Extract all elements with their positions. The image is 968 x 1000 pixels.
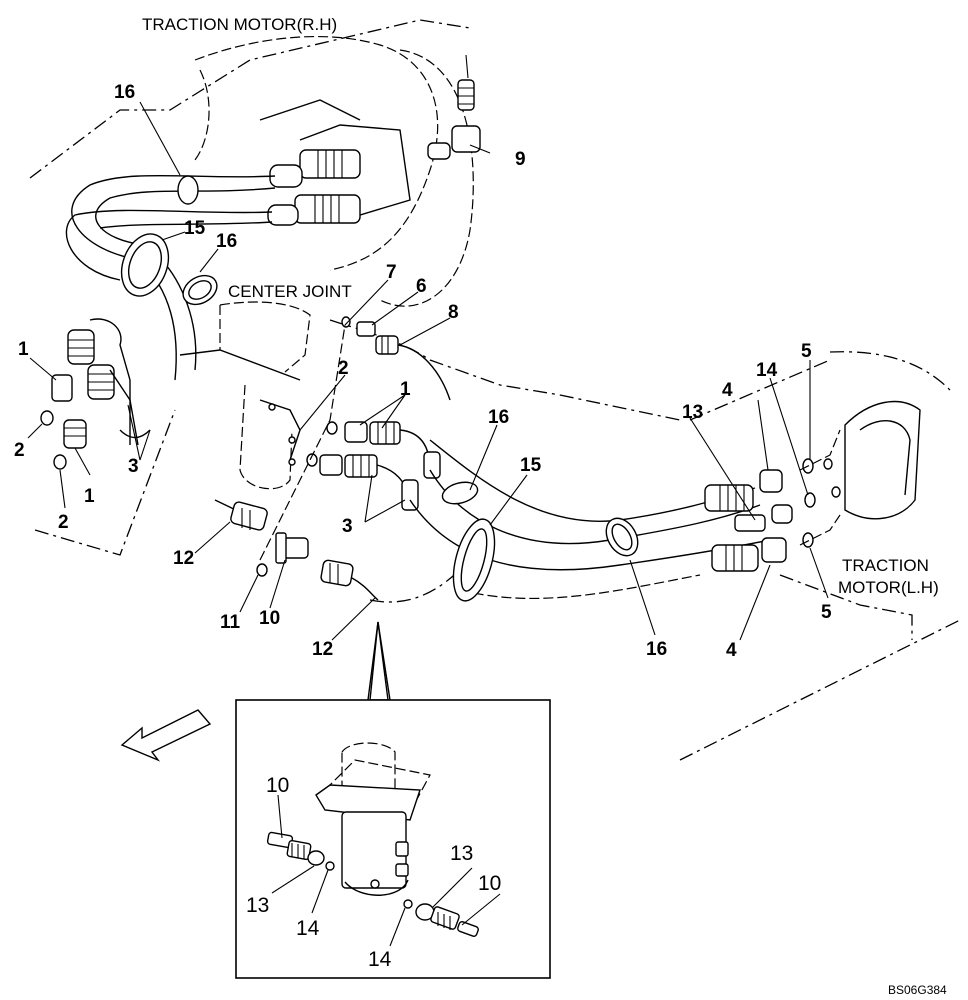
callout-16: 16: [216, 231, 237, 252]
callout-5: 5: [821, 602, 832, 623]
callout-11: 11: [220, 612, 241, 633]
callout-3: 3: [342, 516, 353, 537]
callout-13: 13: [682, 402, 703, 423]
callout-16: 16: [646, 639, 667, 660]
traction-motor-lh-label-line1: TRACTION: [842, 556, 929, 575]
direction-arrow: [120, 709, 212, 762]
callout-4: 4: [726, 640, 737, 661]
center-fittings: [306, 316, 451, 511]
inset-callout-10: 10: [266, 774, 289, 797]
inset-callout-14: 14: [368, 948, 392, 971]
callout-7: 7: [386, 262, 397, 283]
callout-12: 12: [312, 639, 333, 660]
callout-6: 6: [416, 276, 427, 297]
inset-callout-10: 10: [478, 872, 501, 895]
callout-2: 2: [338, 358, 349, 379]
lh-hoses: [409, 439, 771, 602]
center-joint-label: CENTER JOINT: [228, 282, 352, 301]
callout-2: 2: [14, 440, 25, 461]
callout-12: 12: [173, 548, 194, 569]
callout-1: 1: [18, 339, 29, 360]
callout-1: 1: [400, 379, 411, 400]
figure-code: BS06G384: [888, 983, 947, 997]
inset-callout-13: 13: [246, 894, 269, 917]
traction-motor-rh-label: TRACTION MOTOR(R.H): [142, 15, 337, 34]
leader-lines: [27, 101, 829, 641]
traction-motor-lh-label-line2: MOTOR(L.H): [838, 578, 939, 597]
left-fittings: [34, 318, 176, 556]
inset-callout-14: 14: [296, 917, 320, 940]
callout-8: 8: [448, 302, 459, 323]
callout-4: 4: [722, 380, 733, 401]
traction-motor-rh-group: [29, 19, 481, 307]
clamps-top: [120, 175, 218, 306]
inset-callout-13: 13: [450, 842, 473, 865]
callout-1: 1: [84, 486, 95, 507]
rh-hoses: [65, 174, 276, 381]
traction-motor-lh-group: [679, 351, 961, 761]
lower-center-fittings: [214, 324, 471, 603]
callout-10: 10: [259, 608, 280, 629]
callout-2: 2: [58, 512, 69, 533]
callout-14: 14: [756, 360, 778, 381]
callout-15: 15: [520, 455, 542, 476]
detail-inset-drawing: [266, 742, 501, 947]
callout-16: 16: [488, 407, 509, 428]
callout-9: 9: [515, 149, 526, 170]
callout-16: 16: [114, 82, 135, 103]
callout-15: 15: [184, 218, 206, 239]
callout-3: 3: [128, 456, 139, 477]
detail-pointer: [367, 621, 391, 701]
callout-5: 5: [801, 341, 812, 362]
